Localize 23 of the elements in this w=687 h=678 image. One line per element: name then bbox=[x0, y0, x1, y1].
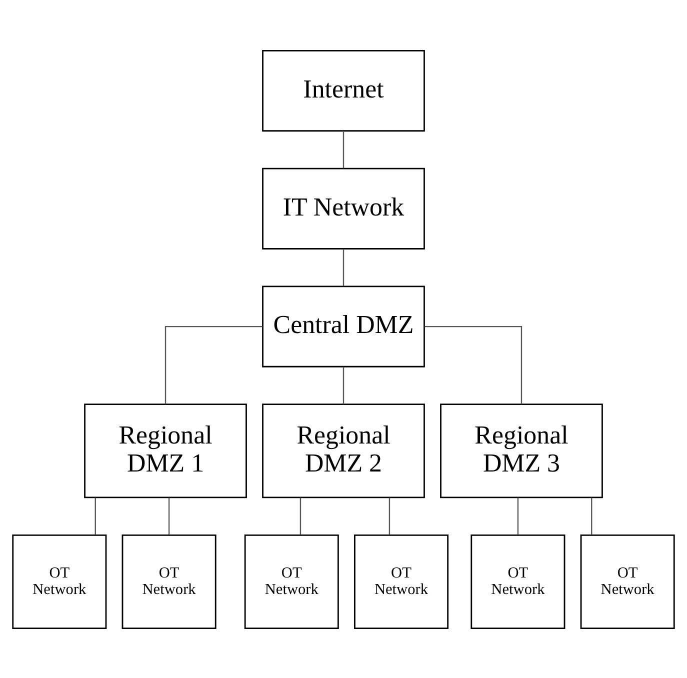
node-box: OT Network bbox=[12, 534, 107, 628]
connector bbox=[342, 248, 344, 286]
connector bbox=[168, 497, 170, 534]
connector bbox=[517, 497, 519, 534]
node-box: OT Network bbox=[244, 534, 339, 628]
node-box: Regional DMZ 1 bbox=[84, 403, 247, 498]
node-box: Internet bbox=[262, 50, 425, 132]
connector bbox=[300, 497, 302, 534]
connector bbox=[424, 325, 522, 404]
connector bbox=[342, 130, 344, 168]
node-box: Central DMZ bbox=[262, 285, 425, 367]
connector bbox=[164, 325, 262, 404]
node-box: IT Network bbox=[262, 167, 425, 249]
connector bbox=[591, 497, 592, 534]
node-box: Regional DMZ 2 bbox=[262, 403, 425, 498]
node-box: Regional DMZ 3 bbox=[440, 403, 603, 498]
connector bbox=[388, 497, 390, 534]
connector bbox=[94, 497, 96, 534]
node-box: OT Network bbox=[354, 534, 449, 628]
connector bbox=[342, 366, 344, 404]
node-box: OT Network bbox=[470, 534, 566, 628]
node-box: OT Network bbox=[122, 534, 216, 628]
node-box: OT Network bbox=[580, 534, 675, 628]
